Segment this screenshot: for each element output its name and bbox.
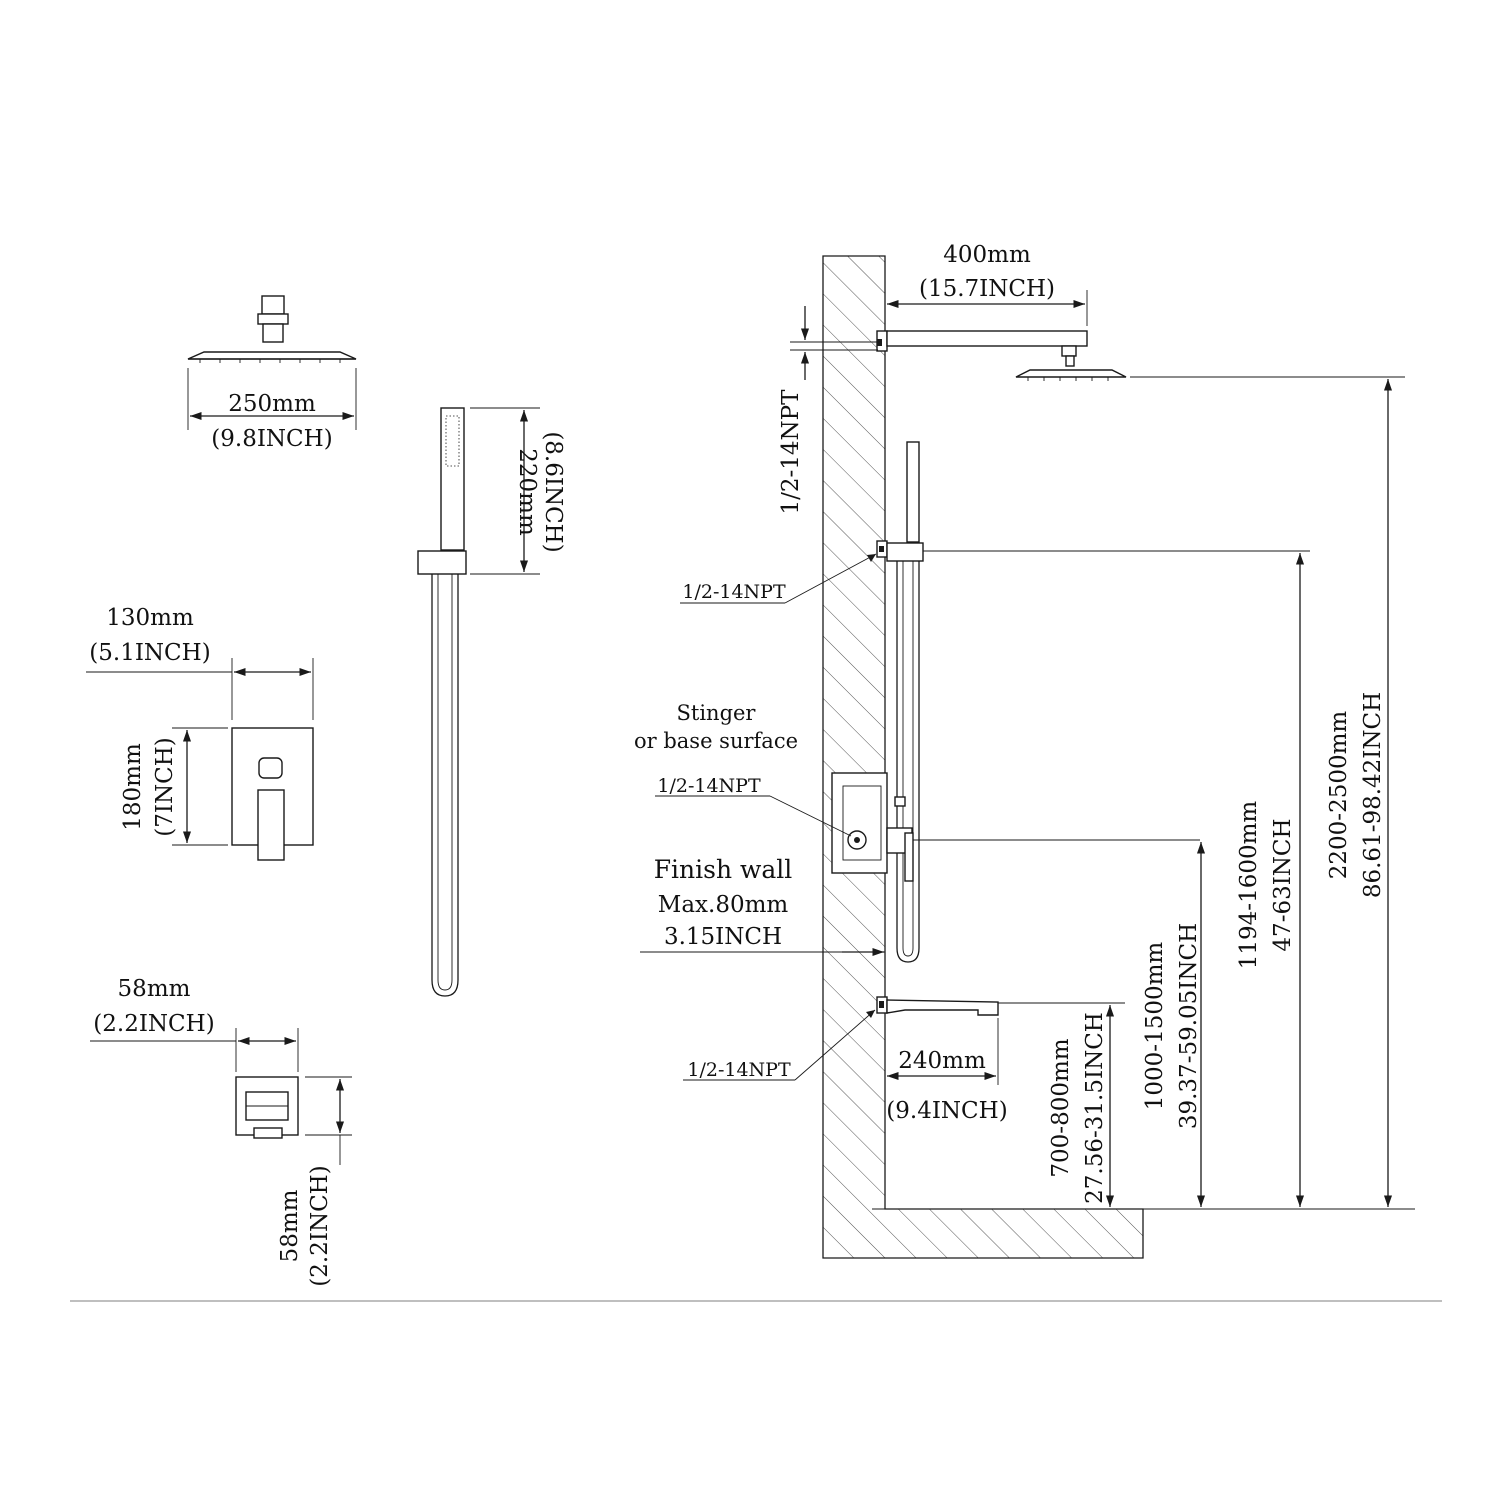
elbow-height-mm: 1194-1600mm (1236, 801, 1262, 970)
spout-length-in: (9.4INCH) (886, 1098, 1007, 1124)
valve-trim-height-mm: 180mm (120, 743, 146, 831)
valve-connection-label: 1/2-14NPT (657, 775, 761, 797)
elbow-height-in: 47-63INCH (1270, 818, 1296, 951)
rain-head-drawing: 250mm (9.8INCH) (187, 295, 357, 452)
valve-height-mm: 1000-1500mm (1142, 942, 1168, 1111)
valve-body-drawing: 1/2-14NPT (655, 772, 1200, 882)
tub-spout-height-mm: 58mm (277, 1189, 303, 1262)
tub-spout-front-drawing: 58mm (2.2INCH) 58mm (2.2INCH) (90, 976, 352, 1287)
stinger-label-line1: Stinger (677, 701, 757, 725)
stinger-label-line2: or base surface (634, 729, 798, 753)
valve-trim-height-in: (7INCH) (152, 737, 178, 836)
tub-spout-width-mm: 58mm (118, 976, 191, 1002)
elbow-connection-label: 1/2-14NPT (682, 581, 786, 603)
shower-arm-length-mm: 400mm (943, 242, 1031, 268)
spout-connection-label: 1/2-14NPT (687, 1059, 791, 1081)
head-height-mm: 2200-2500mm (1326, 711, 1352, 880)
elbow-hand-shower-drawing: 1/2-14NPT (680, 441, 1310, 963)
hand-shower-drawing: 220mm (8.6INCH) (417, 407, 566, 997)
arm-connection-label: 1/2-14NPT (778, 389, 804, 515)
shower-arm-length-in: (15.7INCH) (919, 276, 1055, 302)
hand-shower-length-in: (8.6INCH) (540, 431, 566, 552)
tub-spout-side-drawing: 1/2-14NPT 240mm (9.4INCH) (683, 996, 1125, 1124)
finish-wall-label-line1: Finish wall (654, 855, 793, 884)
tub-spout-width-in: (2.2INCH) (93, 1011, 214, 1037)
valve-height-in: 39.37-59.05INCH (1176, 923, 1202, 1129)
tub-spout-height-in: (2.2INCH) (307, 1165, 333, 1286)
rain-head-width-mm: 250mm (228, 391, 316, 417)
finish-wall-label-line2: Max.80mm (658, 892, 789, 918)
head-height-in: 86.61-98.42INCH (1360, 692, 1386, 898)
finish-wall-callout: Finish wall Max.80mm 3.15INCH (640, 855, 885, 957)
valve-trim-width-in: (5.1INCH) (89, 640, 210, 666)
rain-head-width-in: (9.8INCH) (211, 426, 332, 452)
height-dimensions: 700-800mm 27.56-31.5INCH 1000-1500mm 39.… (872, 376, 1415, 1210)
valve-trim-drawing: 130mm (5.1INCH) 180mm (7INCH) (86, 605, 314, 861)
hand-shower-length-mm: 220mm (514, 448, 540, 536)
valve-trim-width-mm: 130mm (106, 605, 194, 631)
finish-wall-label-line3: 3.15INCH (664, 924, 782, 950)
shower-arm-drawing: 400mm (15.7INCH) 1/2-14NPT (778, 242, 1127, 515)
spout-height-mm: 700-800mm (1048, 1038, 1074, 1177)
spout-length-mm: 240mm (898, 1048, 986, 1074)
spout-height-in: 27.56-31.5INCH (1082, 1012, 1108, 1204)
